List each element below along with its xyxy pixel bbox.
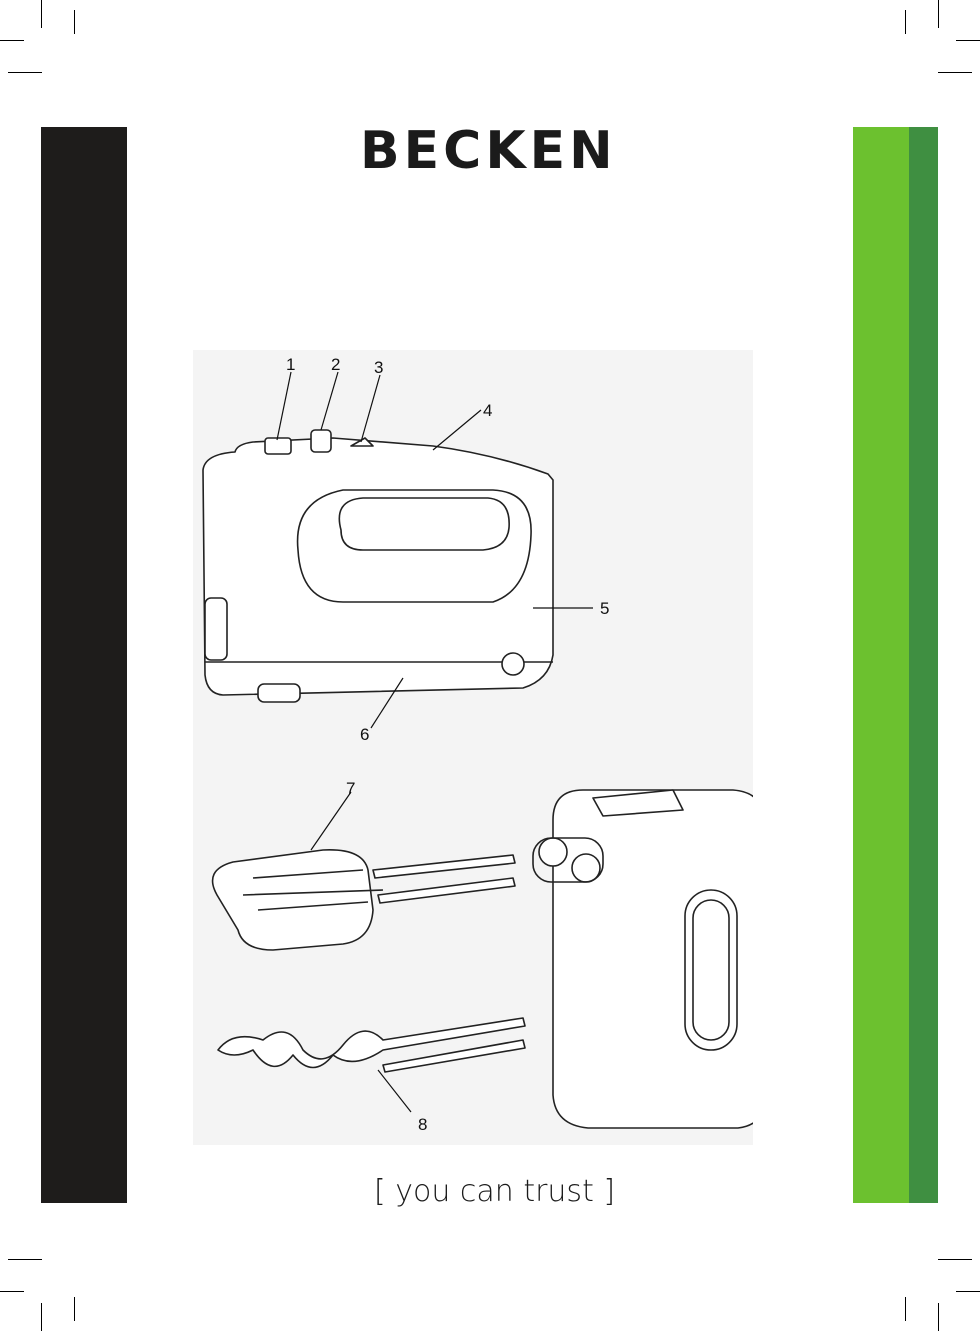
callout-3: 3 xyxy=(374,358,383,377)
crop-mark xyxy=(938,1259,972,1260)
right-dark-green-bar xyxy=(909,127,938,1203)
callout-1: 1 xyxy=(286,355,295,374)
crop-mark xyxy=(74,10,75,34)
crop-mark xyxy=(956,1291,980,1292)
callout-6: 6 xyxy=(360,725,369,744)
callout-8: 8 xyxy=(418,1115,427,1134)
callout-7: 7 xyxy=(346,779,355,798)
left-black-bar xyxy=(41,127,127,1203)
crop-mark xyxy=(905,10,906,34)
crop-mark xyxy=(8,72,42,73)
tagline: [ you can trust ] xyxy=(374,1170,614,1214)
crop-mark xyxy=(41,0,42,28)
crop-mark xyxy=(41,1303,42,1331)
mixer-line-drawing: 1 2 3 4 5 6 7 8 xyxy=(193,350,753,1145)
crop-mark xyxy=(0,40,24,41)
right-green-bar xyxy=(853,127,909,1203)
brand-logo: BECKEN xyxy=(360,120,620,182)
crop-mark xyxy=(8,1259,42,1260)
callout-2: 2 xyxy=(331,355,340,374)
callout-4: 4 xyxy=(483,401,492,420)
crop-mark xyxy=(938,0,939,28)
crop-mark xyxy=(905,1297,906,1321)
product-illustration: 1 2 3 4 5 6 7 8 xyxy=(193,350,753,1145)
crop-mark xyxy=(956,40,980,41)
crop-mark xyxy=(74,1297,75,1321)
crop-mark xyxy=(938,72,972,73)
crop-mark xyxy=(0,1291,24,1292)
crop-mark xyxy=(938,1303,939,1331)
callout-5: 5 xyxy=(600,599,609,618)
